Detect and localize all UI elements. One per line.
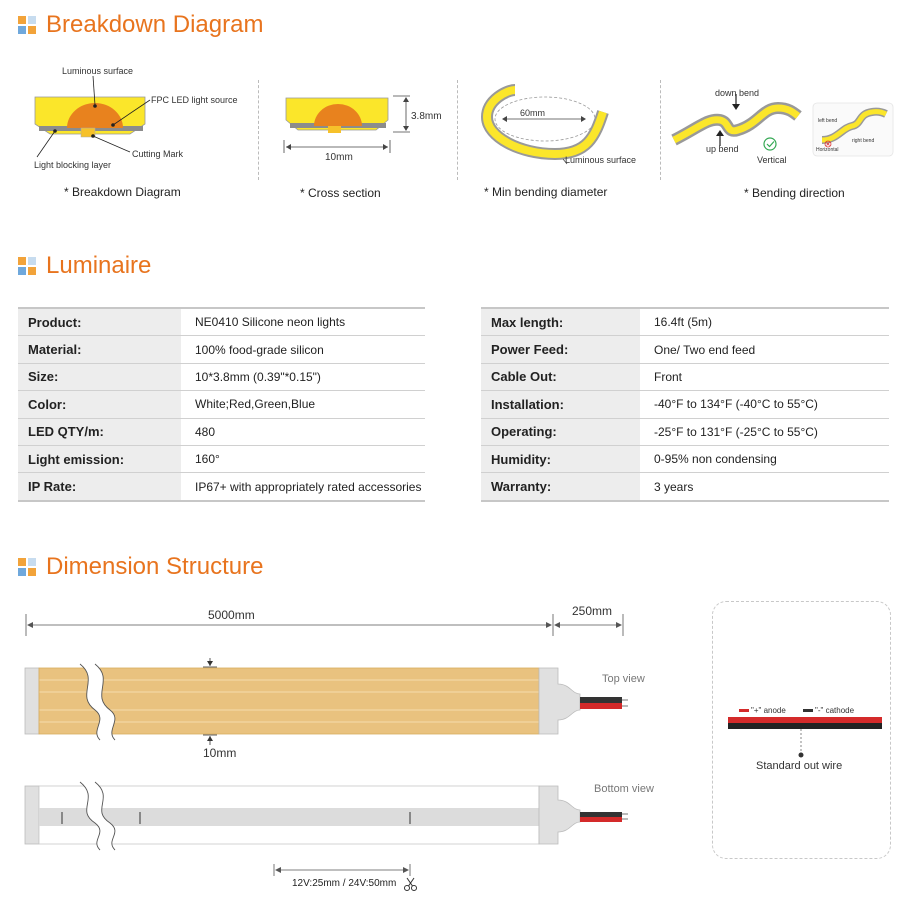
standard-wire-panel	[712, 601, 891, 859]
caption-breakdown-diagram: * Breakdown Diagram	[64, 185, 181, 199]
spec-row: Operating:-25°F to 131°F (-25°C to 55°C)	[481, 418, 889, 446]
label-bottom-view: Bottom view	[594, 783, 654, 795]
label-anode: "+" anode	[751, 706, 786, 715]
section-title-text: Dimension Structure	[46, 553, 264, 580]
spec-key: IP Rate:	[18, 472, 181, 502]
spec-value: 0-95% non condensing	[640, 445, 889, 474]
spec-table-right: Max length:16.4ft (5m)Power Feed:One/ Tw…	[481, 307, 889, 502]
scissors-icon	[404, 877, 417, 891]
spec-value: -25°F to 131°F (-25°C to 55°C)	[640, 418, 889, 446]
spec-key: Material:	[18, 335, 181, 364]
length-dimension-line	[25, 614, 624, 636]
section-title-dimension: Dimension Structure	[18, 552, 263, 582]
label-up-bend: up bend	[706, 144, 739, 154]
spec-key: Power Feed:	[481, 335, 640, 364]
section-grid-icon	[18, 16, 36, 34]
spec-row: Material:100% food-grade silicon	[18, 335, 425, 364]
label-top-view: Top view	[602, 673, 645, 685]
section-title-breakdown: Breakdown Diagram	[18, 10, 263, 40]
label-vertical: Vertical	[757, 155, 787, 165]
section-grid-icon	[18, 257, 36, 275]
divider	[258, 80, 259, 180]
caption-bending-direction: * Bending direction	[744, 186, 845, 200]
spec-value: White;Red,Green,Blue	[181, 390, 425, 419]
label-length: 5000mm	[208, 608, 255, 622]
vertical-bend-diagram	[671, 94, 802, 151]
label-cut-unit: 12V:25mm / 24V:50mm	[292, 878, 397, 889]
spec-value: 160°	[181, 445, 425, 474]
label-height-3-8mm: 3.8mm	[411, 111, 442, 122]
cut-unit-dimension	[273, 864, 411, 876]
spec-value: 10*3.8mm (0.39"*0.15")	[181, 363, 425, 392]
spec-value: NE0410 Silicone neon lights	[181, 307, 425, 337]
spec-key: Color:	[18, 390, 181, 419]
spec-row: Light emission:160°	[18, 445, 425, 474]
spec-row: IP Rate:IP67+ with appropriately rated a…	[18, 472, 425, 502]
spec-row: LED QTY/m:480	[18, 418, 425, 446]
section-title-text: Luminaire	[46, 252, 152, 279]
spec-key: Light emission:	[18, 445, 181, 474]
spec-key: Product:	[18, 307, 181, 337]
top-view-strip	[24, 658, 628, 745]
label-cable-length: 250mm	[572, 604, 613, 618]
section-grid-icon	[18, 558, 36, 576]
spec-key: Installation:	[481, 390, 640, 419]
label-fpc-light-source: FPC LED light source	[151, 95, 238, 105]
label-luminous-surface: Luminous surface	[62, 66, 134, 76]
label-standard-out-wire: Standard out wire	[756, 760, 843, 772]
spec-row: Power Feed:One/ Two end feed	[481, 335, 889, 364]
spec-value: -40°F to 134°F (-40°C to 55°C)	[640, 390, 889, 419]
spec-key: Cable Out:	[481, 363, 640, 392]
label-strip-width: 10mm	[203, 746, 237, 760]
spec-row: Humidity:0-95% non condensing	[481, 445, 889, 474]
spec-row: Size:10*3.8mm (0.39"*0.15")	[18, 363, 425, 392]
spec-key: Warranty:	[481, 472, 640, 502]
label-diameter-60mm: 60mm	[520, 108, 546, 118]
label-horizontal: Horizontal	[816, 147, 839, 153]
spec-row: Cable Out:Front	[481, 363, 889, 392]
caption-cross-section: * Cross section	[300, 186, 381, 200]
bending-diameter-diagram	[481, 84, 609, 165]
spec-value: 16.4ft (5m)	[640, 307, 889, 337]
spec-key: Size:	[18, 363, 181, 392]
bottom-view-strip	[24, 781, 628, 851]
spec-value: 480	[181, 418, 425, 446]
label-right-bend: right bend	[852, 138, 875, 144]
label-left-bend: left bend	[818, 118, 838, 124]
spec-key: Operating:	[481, 418, 640, 446]
spec-key: Max length:	[481, 307, 640, 337]
spec-row: Color:White;Red,Green,Blue	[18, 390, 425, 419]
spec-row: Installation:-40°F to 134°F (-40°C to 55…	[481, 390, 889, 419]
section-title-text: Breakdown Diagram	[46, 11, 264, 38]
section-title-luminaire: Luminaire	[18, 251, 151, 281]
spec-key: Humidity:	[481, 445, 640, 474]
spec-key: LED QTY/m:	[18, 418, 181, 446]
wire-diagram	[728, 709, 882, 758]
spec-row: Max length:16.4ft (5m)	[481, 307, 889, 337]
label-cutting-mark: Cutting Mark	[132, 149, 184, 159]
caption-min-bending-diameter: * Min bending diameter	[484, 185, 608, 199]
spec-row: Product:NE0410 Silicone neon lights	[18, 307, 425, 337]
cross-section-diagram	[283, 95, 410, 153]
breakdown-diagram	[34, 75, 151, 158]
divider	[660, 80, 661, 180]
horizontal-bend-diagram	[812, 102, 894, 157]
spec-value: 100% food-grade silicon	[181, 335, 425, 364]
divider	[457, 80, 458, 180]
spec-value: One/ Two end feed	[640, 335, 889, 364]
spec-value: Front	[640, 363, 889, 392]
label-light-blocking-layer: Light blocking layer	[34, 160, 112, 170]
spec-row: Warranty:3 years	[481, 472, 889, 502]
label-width-10mm: 10mm	[325, 152, 353, 163]
label-down-bend: down bend	[715, 88, 760, 98]
spec-value: IP67+ with appropriately rated accessori…	[181, 472, 425, 502]
spec-value: 3 years	[640, 472, 889, 502]
label-cathode: "-" cathode	[815, 706, 855, 715]
label-bend-luminous-surface: Luminous surface	[565, 155, 637, 165]
